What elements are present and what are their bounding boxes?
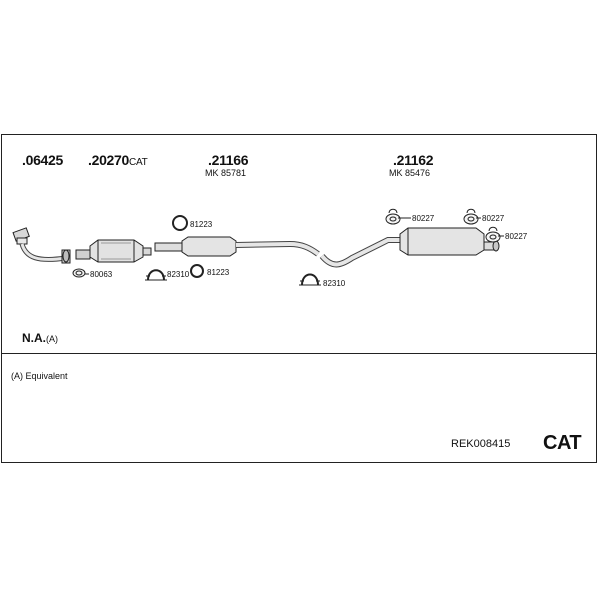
callout-80063: 80063 [90,270,113,279]
clamp-82310-right [299,273,321,286]
ring-81223-bottom [190,264,204,278]
equivalent-note: (A) Equivalent [11,371,68,381]
mk-code-85476: MK 85476 [389,168,431,178]
callout-80227-b: 80227 [482,214,505,223]
middle-silencer [154,236,320,257]
hanger-80227-b [463,208,481,225]
gasket-80063 [72,268,86,278]
category-label: CAT [543,432,582,454]
rear-silencer [319,227,500,268]
catalytic-converter [75,239,152,263]
diagram-frame [1,134,597,463]
callout-82310-right: 82310 [323,279,346,288]
callout-80227-a: 80227 [412,214,435,223]
na-label: N.A.(A) [22,331,58,345]
divider-line [1,353,597,354]
part-suffix: CAT [129,157,148,168]
hanger-80227-c [485,226,504,243]
callout-81223-top: 81223 [190,220,213,229]
front-pipe [12,227,71,264]
reference-code: REK008415 [451,438,511,450]
na-suffix: (A) [46,334,58,344]
mk-code-85781: MK 85781 [205,168,247,178]
part-number-06425: .06425 [22,152,64,168]
part-number-21166: .21166 [208,152,249,168]
callout-80227-c: 80227 [505,232,528,241]
ring-81223-top [172,215,188,231]
hanger-80227-a [385,208,411,225]
clamp-82310-left [145,269,167,281]
part-number-20270: .20270CAT [88,152,148,168]
callout-82310-left: 82310 [167,270,190,279]
part-number-21162: .21162 [393,152,434,168]
callout-81223-bottom: 81223 [207,268,230,277]
